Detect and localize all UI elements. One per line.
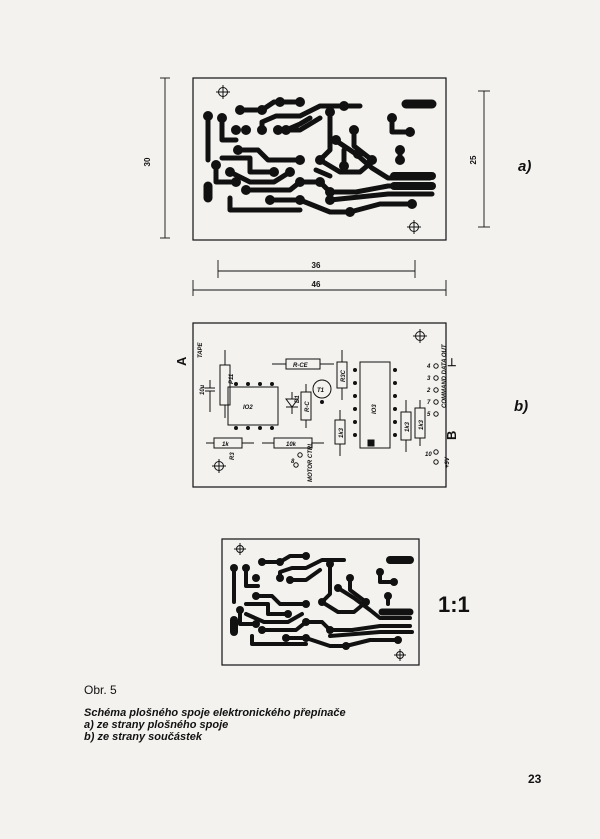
- label-side-a: A: [174, 356, 189, 366]
- label-pwr-num: 10: [425, 452, 432, 458]
- copper-traces: [230, 554, 414, 648]
- panel-b-label: b): [514, 398, 529, 415]
- dim-inner-height: 25: [469, 155, 478, 164]
- page-number: 23: [528, 772, 542, 786]
- label-r1: P11: [229, 373, 235, 384]
- dim-outer-width: 46: [312, 280, 321, 289]
- resistor-right-2: [414, 400, 426, 446]
- label-c1: 10µ: [200, 384, 206, 395]
- label-ground: ⊥: [447, 357, 457, 369]
- mounting-hole: [394, 649, 406, 661]
- label-motor: MOTOR CTRL: [308, 442, 314, 482]
- label-bm: 10k: [286, 442, 297, 448]
- figure-caption: Schéma plošného spoje elektronického pře…: [84, 707, 346, 743]
- pcb-scale: [221, 538, 420, 666]
- pcb-a-outline: [192, 77, 447, 241]
- panel-a-label: a): [518, 158, 532, 175]
- label-r3: R3: [230, 452, 236, 460]
- component-labels: A B TAPE 10µ P11 IO2 IO3 R-CE T1 R3C D1 …: [174, 341, 459, 482]
- solder-pads: [230, 552, 402, 650]
- diode-d1: [285, 392, 299, 414]
- resistor-bl: [206, 437, 254, 449]
- mounting-hole: [234, 543, 246, 555]
- dim-inner-width: 36: [312, 261, 321, 270]
- label-mid: 1k3: [339, 427, 345, 438]
- pcb-b-outline: [192, 322, 447, 488]
- label-ic2: IO2: [243, 405, 253, 411]
- pcb-b: [192, 322, 447, 488]
- mounting-hole: [216, 85, 230, 99]
- label-right-2: 1k3: [419, 419, 425, 430]
- label-t1: T1: [317, 388, 325, 394]
- copper-traces: [203, 99, 437, 215]
- mounting-hole: [407, 220, 421, 234]
- pcb-scale-outline: [221, 538, 420, 666]
- figure-label: Obr. 5: [84, 683, 117, 697]
- label-r3c: R3C: [341, 369, 347, 382]
- label-pwr: +9V: [445, 456, 451, 468]
- label-pin-1: 3: [427, 376, 431, 382]
- transistor-t1: [312, 379, 332, 404]
- terminal-pins: [293, 363, 439, 468]
- caption-line-b: b) ze strany součástek: [84, 731, 202, 743]
- label-pin-2: 2: [426, 388, 431, 394]
- label-motor-num: 8: [291, 459, 295, 465]
- label-ic3: IO3: [372, 404, 378, 414]
- resistor-p11: [219, 350, 231, 418]
- dim-height: 30: [143, 157, 152, 166]
- caption-line-a: a) ze strany plošného spoje: [84, 719, 229, 731]
- resistor-rc: [300, 384, 312, 428]
- mounting-hole: [212, 459, 226, 473]
- resistor-r3c: [336, 350, 348, 400]
- resistor-top: [272, 358, 334, 370]
- chip-io2: [227, 382, 279, 430]
- label-r-top: R-CE: [293, 363, 309, 369]
- capacitor-c1: [205, 380, 215, 412]
- label-right-1: 1k3: [405, 421, 411, 432]
- solder-pads: [203, 97, 417, 217]
- label-pin-0: 4: [426, 364, 431, 370]
- chip-io3: [353, 361, 397, 449]
- caption-title: Schéma plošného spoje elektronického pře…: [84, 707, 346, 719]
- label-pin-4: 5: [427, 412, 431, 418]
- dimension-labels: 30 25 36 46: [143, 155, 478, 289]
- mounting-hole: [413, 329, 427, 343]
- resistor-right-1: [400, 400, 412, 452]
- label-bl: 1k: [222, 442, 229, 448]
- pcb-a: [160, 77, 490, 296]
- scale-label: 1:1: [438, 592, 470, 617]
- label-d1: D1: [295, 395, 301, 403]
- dimension-lines: [160, 77, 490, 296]
- resistor-bm: [262, 437, 324, 449]
- label-rc: R-C: [305, 401, 311, 412]
- label-side-b: B: [444, 431, 459, 440]
- resistor-mid: [334, 410, 346, 456]
- label-tape: TAPE: [198, 341, 204, 358]
- label-pin-3: 7: [427, 400, 431, 406]
- label-cmd: COMMAND DATA OUT: [442, 343, 448, 408]
